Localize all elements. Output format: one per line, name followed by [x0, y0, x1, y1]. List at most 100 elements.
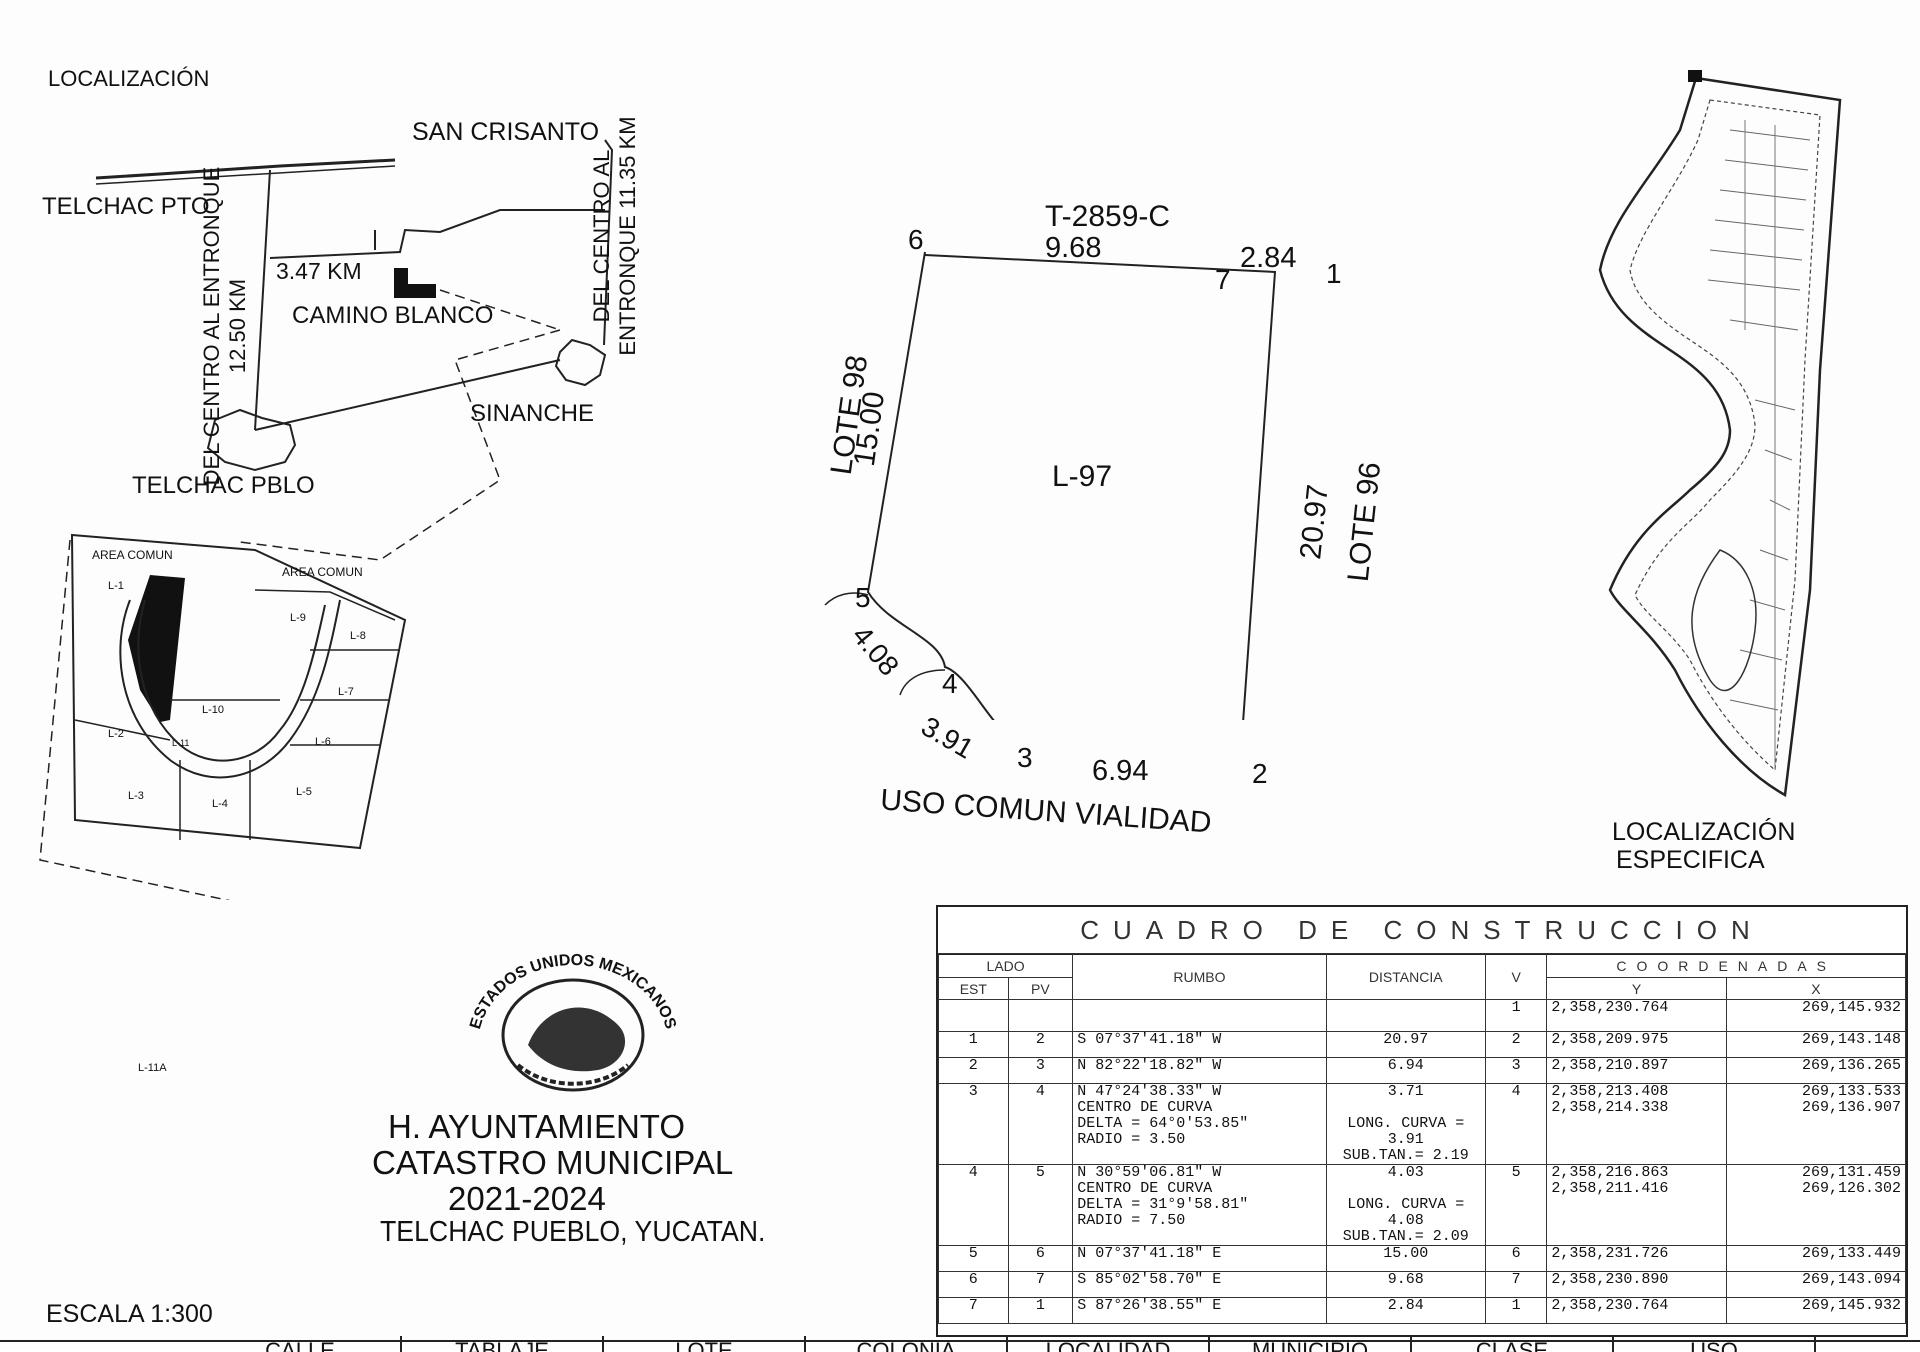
cell-pv: 6	[1007, 1245, 1074, 1272]
cell-v: 2	[1484, 1031, 1548, 1058]
scale-label: ESCALA 1:300	[46, 1300, 213, 1328]
cell-distance: 20.97	[1325, 1031, 1486, 1058]
cell-line: 2,358,216.863	[1551, 1164, 1669, 1181]
specific-location-line2: ESPECIFICA	[1616, 846, 1765, 874]
cell-line: 3.71	[1387, 1083, 1424, 1100]
cell-est: 3	[938, 1083, 1009, 1165]
cell-v: 1	[1484, 999, 1548, 1032]
cell-est: 4	[938, 1164, 1009, 1246]
cell-line: SUB.TAN.= 2.09	[1342, 1228, 1469, 1245]
footer-header: LOCALIDAD	[1008, 1336, 1210, 1352]
header-v: V	[1484, 953, 1548, 1000]
cell-line	[1331, 1100, 1481, 1116]
footer-header: COLONIA	[806, 1336, 1008, 1352]
cell-distance: 6.94	[1325, 1057, 1486, 1084]
header-est: EST	[938, 977, 1009, 1000]
lot-label: L-5	[296, 786, 312, 798]
lot-number-label: L-97	[1052, 460, 1113, 493]
national-seal: ESTADOS UNIDOS MEXICANOS	[467, 952, 679, 1092]
header-pv: PV	[1007, 977, 1074, 1000]
construction-table: CUADRO DE CONSTRUCCION LADO RUMBO DISTAN…	[936, 905, 1908, 1337]
cell-line	[1331, 1181, 1481, 1197]
right-road	[603, 139, 614, 346]
cell-pv: 4	[1007, 1083, 1074, 1165]
construction-table-title: CUADRO DE CONSTRUCCION	[938, 907, 1906, 955]
specific-location-line1: LOCALIZACIÓN	[1612, 818, 1796, 846]
cell-line: 269,143.148	[1801, 1031, 1901, 1048]
cell-line: 269,143.094	[1801, 1271, 1901, 1288]
south-neighbor-label: USO COMUN VIALIDAD	[879, 783, 1213, 840]
cell-est: 1	[938, 1031, 1009, 1058]
cell-line: 269,126.302	[1801, 1180, 1901, 1197]
cell-line: N 82°22'18.82" W	[1077, 1057, 1222, 1074]
bottom-lot-label: L-11A	[138, 1062, 167, 1074]
cell-line: 2,358,213.408	[1551, 1083, 1669, 1100]
cell-line: CENTRO DE CURVA	[1077, 1099, 1213, 1116]
cell-line: 2,358,231.726	[1551, 1245, 1669, 1262]
cell-line: S 87°26'38.55" E	[1077, 1297, 1222, 1314]
cell-rumbo: N 82°22'18.82" W	[1072, 1057, 1327, 1084]
cell-rumbo: S 87°26'38.55" E	[1072, 1297, 1327, 1324]
header-distancia: DISTANCIA	[1325, 953, 1486, 1000]
cell-x: 269,133.449	[1725, 1245, 1907, 1272]
telchac-pto-label: TELCHAC PTO	[42, 193, 210, 220]
cell-pv: 7	[1007, 1271, 1074, 1298]
lot-label: L-9	[290, 612, 306, 624]
cell-line: 2,358,211.416	[1551, 1180, 1669, 1197]
cell-line: 2,358,210.897	[1551, 1057, 1669, 1074]
cell-line: N 07°37'41.18" E	[1077, 1245, 1222, 1262]
area-comun-2: AREA COMUN	[282, 565, 363, 579]
left-road	[254, 169, 271, 431]
cell-rumbo: S 85°02'58.70" E	[1072, 1271, 1327, 1298]
cell-v: 7	[1484, 1271, 1548, 1298]
cell-line: SUB.TAN.= 2.19	[1342, 1147, 1469, 1164]
lot-label: L-1	[108, 580, 124, 592]
cell-line: 269,145.932	[1801, 1297, 1901, 1314]
cell-pv: 2	[1007, 1031, 1074, 1058]
cell-rumbo: N 07°37'41.18" E	[1072, 1245, 1327, 1272]
cell-line: 269,133.449	[1801, 1245, 1901, 1262]
location-map	[39, 139, 614, 900]
specific-location-map	[1598, 70, 1842, 797]
cell-y: 2,358,230.890	[1546, 1271, 1727, 1298]
cell-est: 7	[938, 1297, 1009, 1324]
cell-x: 269,143.148	[1725, 1031, 1907, 1058]
cell-line: 4.03	[1387, 1164, 1424, 1181]
cell-pv: 5	[1007, 1164, 1074, 1246]
footer-header: USO	[1614, 1336, 1816, 1352]
cell-distance: 15.00	[1325, 1245, 1486, 1272]
cell-x: 269,136.265	[1725, 1057, 1907, 1084]
cell-line: 6.94	[1387, 1057, 1424, 1074]
cell-y: 2,358,209.975	[1546, 1031, 1727, 1058]
location-title: LOCALIZACIÓN	[48, 66, 210, 91]
camino-blanco-label: CAMINO BLANCO	[292, 302, 494, 329]
cell-line: 2,358,230.890	[1551, 1271, 1669, 1288]
distance-right-label: DEL CENTRO AL ENTRONQUE 11.35 KM	[589, 116, 640, 356]
camino-blanco-block	[394, 268, 436, 298]
dim-7-1: 2.84	[1240, 242, 1297, 274]
cell-line: DELTA = 31°9'58.81"	[1077, 1196, 1249, 1213]
area-comun-1: AREA COMUN	[92, 548, 173, 562]
authority-line4: TELCHAC PUEBLO, YUCATAN.	[380, 1216, 766, 1248]
cell-line: RADIO = 3.50	[1077, 1131, 1186, 1148]
lot-label: L-4	[212, 798, 228, 810]
cell-line: DELTA = 64°0'53.85"	[1077, 1115, 1249, 1132]
cell-line: 9.68	[1387, 1271, 1424, 1288]
lot-label: L-11	[172, 738, 190, 748]
plot-drawing	[824, 251, 1277, 720]
cell-line: 2.84	[1387, 1297, 1424, 1314]
cell-line: 20.97	[1383, 1031, 1429, 1048]
distance-347-label: 3.47 KM	[276, 258, 362, 284]
footer-header: MUNICIPIO	[1210, 1336, 1412, 1352]
cell-line: 15.00	[1383, 1245, 1429, 1262]
cell-y: 2,358,230.764	[1546, 999, 1727, 1032]
